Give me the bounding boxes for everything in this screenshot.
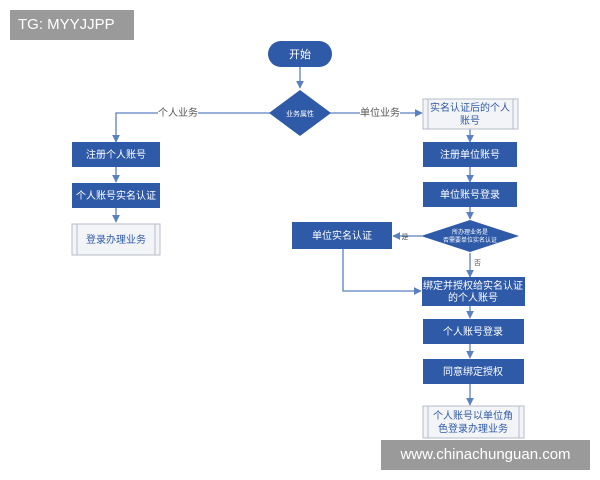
right-login-label: 单位账号登录: [440, 188, 500, 201]
connector-org-verify-to-bind: [342, 249, 422, 295]
final-line1: 个人账号以单位角: [433, 409, 513, 422]
connectors: [112, 67, 474, 406]
agree-bind-node: [423, 359, 524, 384]
right-verified-account-node: [422, 98, 519, 130]
bind-authorize-node: [422, 277, 525, 306]
left-verify-node: [72, 183, 160, 208]
left-register-node: [72, 142, 160, 167]
edge-label-personal: 个人业务: [158, 106, 198, 119]
bind-authorize-line2: 的个人账号: [448, 291, 498, 304]
edge-label-yes: 是: [402, 233, 409, 241]
start-node-label: 开始: [289, 47, 311, 61]
org-verify-label: 单位实名认证: [312, 229, 372, 242]
decision-business-type: [269, 90, 331, 136]
decision-needs-org-verify: [421, 220, 519, 252]
right-register-node: [423, 142, 517, 167]
personal-login-label: 个人账号登录: [443, 325, 503, 338]
watermark-bottom-right: www.chinachunguan.com: [381, 440, 590, 470]
org-verify-node: [292, 222, 392, 249]
personal-login-node: [423, 319, 524, 344]
edge-label-no: 否: [474, 259, 481, 267]
edge-label-org: 单位业务: [360, 106, 400, 119]
right-verified-account-line1: 实名认证后的个人: [430, 101, 510, 114]
connector-decision-to-left: [112, 112, 270, 143]
left-login-node: [71, 223, 161, 256]
final-node: [422, 405, 525, 439]
agree-bind-label: 同意绑定授权: [443, 365, 503, 378]
left-register-label: 注册个人账号: [86, 148, 146, 161]
right-verified-account-line2: 账号: [460, 115, 480, 127]
left-login-label: 登录办理业务: [86, 233, 146, 246]
bind-authorize-line1: 绑定并授权给实名认证: [423, 279, 523, 292]
start-node: [268, 41, 332, 67]
watermark-top-left: TG: MYYJJPP: [10, 10, 134, 40]
left-verify-label: 个人账号实名认证: [76, 189, 156, 202]
final-line2: 色登录办理业务: [438, 422, 508, 435]
right-login-node: [423, 182, 517, 207]
decision-needs-org-verify-line2: 否需要单位实名认证: [443, 236, 497, 244]
right-register-label: 注册单位账号: [440, 148, 500, 161]
decision-business-type-label: 业务属性: [286, 109, 314, 118]
decision-needs-org-verify-line1: 所办理业务是: [452, 228, 488, 236]
